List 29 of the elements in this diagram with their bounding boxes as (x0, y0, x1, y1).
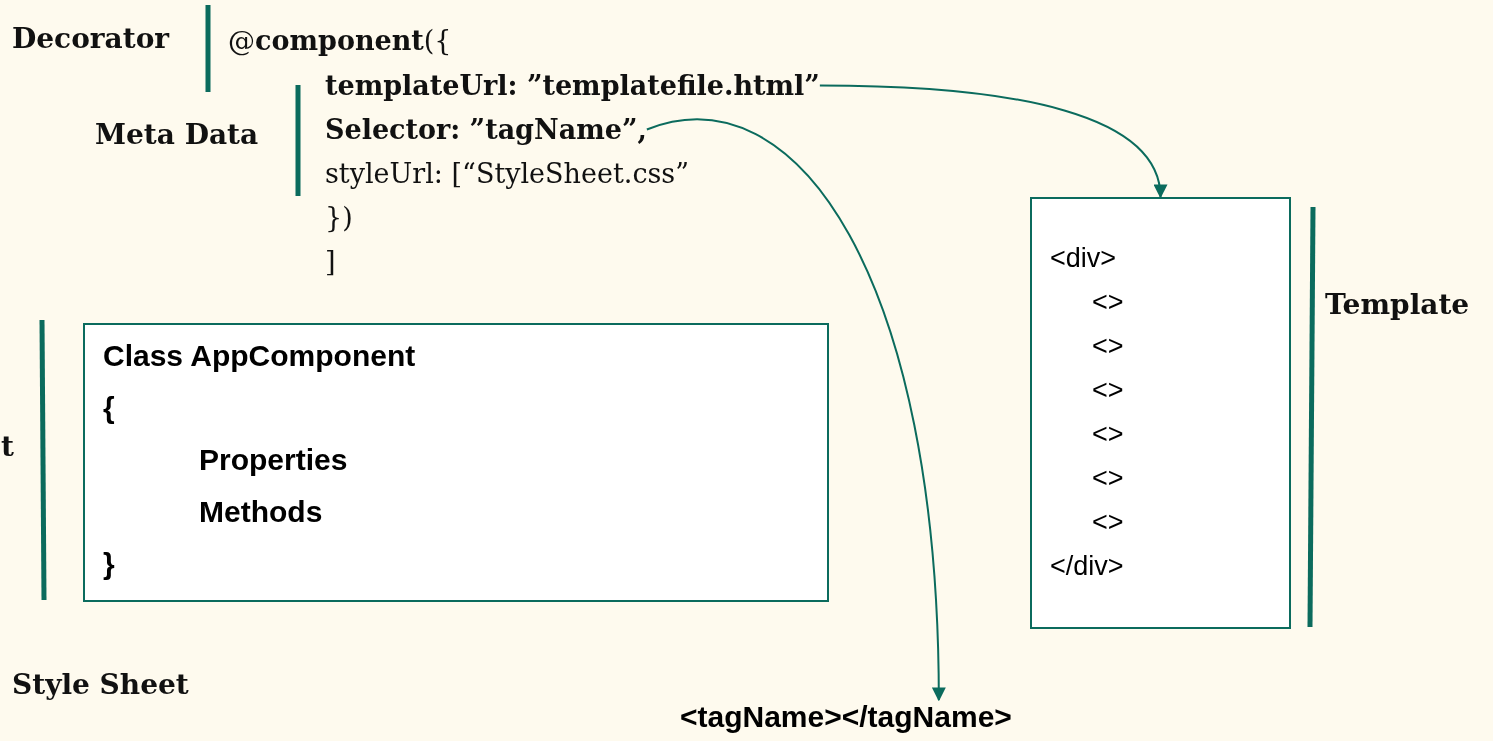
arrow (645, 119, 946, 702)
code-line: Selector: ”tagName”, (325, 114, 647, 145)
code-line: </div> (1050, 551, 1124, 582)
code-line: { (103, 391, 115, 425)
code-line: @component({ (228, 25, 452, 56)
code-line: <div> (1050, 243, 1117, 274)
code-line: <> (1092, 463, 1124, 494)
code-line: }) (325, 202, 353, 233)
section-label: Decorator (12, 22, 170, 55)
section-label: Style Sheet (12, 668, 189, 701)
arrow (818, 84, 1166, 199)
code-line: <> (1092, 507, 1124, 538)
code-line: Properties (199, 443, 348, 477)
code-line: <> (1092, 375, 1124, 406)
code-line: Methods (199, 495, 323, 529)
code-line: templateUrl: ”templatefile.html” (325, 70, 820, 101)
template-box (1030, 197, 1291, 629)
code-line: styleUrl: [“StyleSheet.css” (325, 158, 689, 189)
class-box (83, 323, 829, 602)
code-line: <> (1092, 419, 1124, 450)
code-line: ] (325, 246, 336, 277)
code-line: } (103, 547, 115, 581)
code-line: Class AppComponent (103, 339, 416, 373)
section-label: Meta Data (95, 118, 259, 151)
code-line: <> (1092, 287, 1124, 318)
section-label: t (1, 430, 14, 463)
code-line: <tagName></tagName> (680, 700, 1012, 734)
code-line: <> (1092, 331, 1124, 362)
section-label: Template (1325, 288, 1470, 321)
